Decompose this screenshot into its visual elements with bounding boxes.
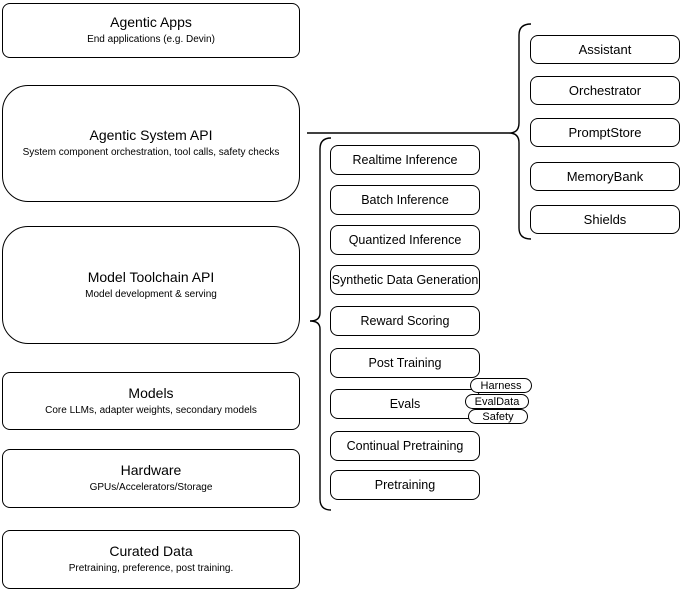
components-brace <box>508 23 532 240</box>
component-box-promptstore: PromptStore <box>530 118 680 147</box>
toolchain-box-reward-scoring: Reward Scoring <box>330 306 480 336</box>
layer-subtitle: Core LLMs, adapter weights, secondary mo… <box>45 404 257 416</box>
layer-title: Agentic Apps <box>110 14 192 30</box>
layer-subtitle: System component orchestration, tool cal… <box>22 147 280 158</box>
toolchain-brace <box>309 137 332 511</box>
layer-title: Model Toolchain API <box>87 268 215 285</box>
component-box-orchestrator: Orchestrator <box>530 76 680 105</box>
component-box-assistant: Assistant <box>530 35 680 64</box>
toolchain-box-evals: Evals <box>330 389 480 419</box>
layer-box-curated-data: Curated Data Pretraining, preference, po… <box>2 530 300 589</box>
toolchain-box-pretraining: Pretraining <box>330 470 480 500</box>
layer-subtitle: GPUs/Accelerators/Storage <box>89 482 213 493</box>
eval-tag-evaldata: EvalData <box>465 394 529 409</box>
component-box-memorybank: MemoryBank <box>530 162 680 191</box>
layer-subtitle: End applications (e.g. Devin) <box>87 34 215 45</box>
layer-box-model-toolchain-api: Model Toolchain API Model development & … <box>2 226 300 344</box>
eval-tag-safety: Safety <box>468 409 528 424</box>
layer-box-agentic-apps: Agentic Apps End applications (e.g. Devi… <box>2 3 300 58</box>
eval-tag-harness: Harness <box>470 378 532 393</box>
toolchain-box-quantized-inference: Quantized Inference <box>330 225 480 255</box>
layer-box-agentic-system-api: Agentic System API System component orch… <box>2 85 300 202</box>
layer-title: Models <box>128 384 174 401</box>
layer-box-hardware: Hardware GPUs/Accelerators/Storage <box>2 449 300 508</box>
layer-title: Agentic System API <box>89 127 213 143</box>
toolchain-box-synthetic-data-generation: Synthetic Data Generation <box>330 265 480 295</box>
layer-title: Curated Data <box>109 543 193 559</box>
toolchain-box-batch-inference: Batch Inference <box>330 185 480 215</box>
toolchain-box-continual-pretraining: Continual Pretraining <box>330 431 480 461</box>
layer-title: Hardware <box>120 462 182 478</box>
toolchain-box-post-training: Post Training <box>330 348 480 378</box>
layer-subtitle: Model development & serving <box>85 288 217 300</box>
toolchain-box-realtime-inference: Realtime Inference <box>330 145 480 175</box>
component-box-shields: Shields <box>530 205 680 234</box>
layer-subtitle: Pretraining, preference, post training. <box>68 563 234 574</box>
layer-box-models: Models Core LLMs, adapter weights, secon… <box>2 372 300 430</box>
